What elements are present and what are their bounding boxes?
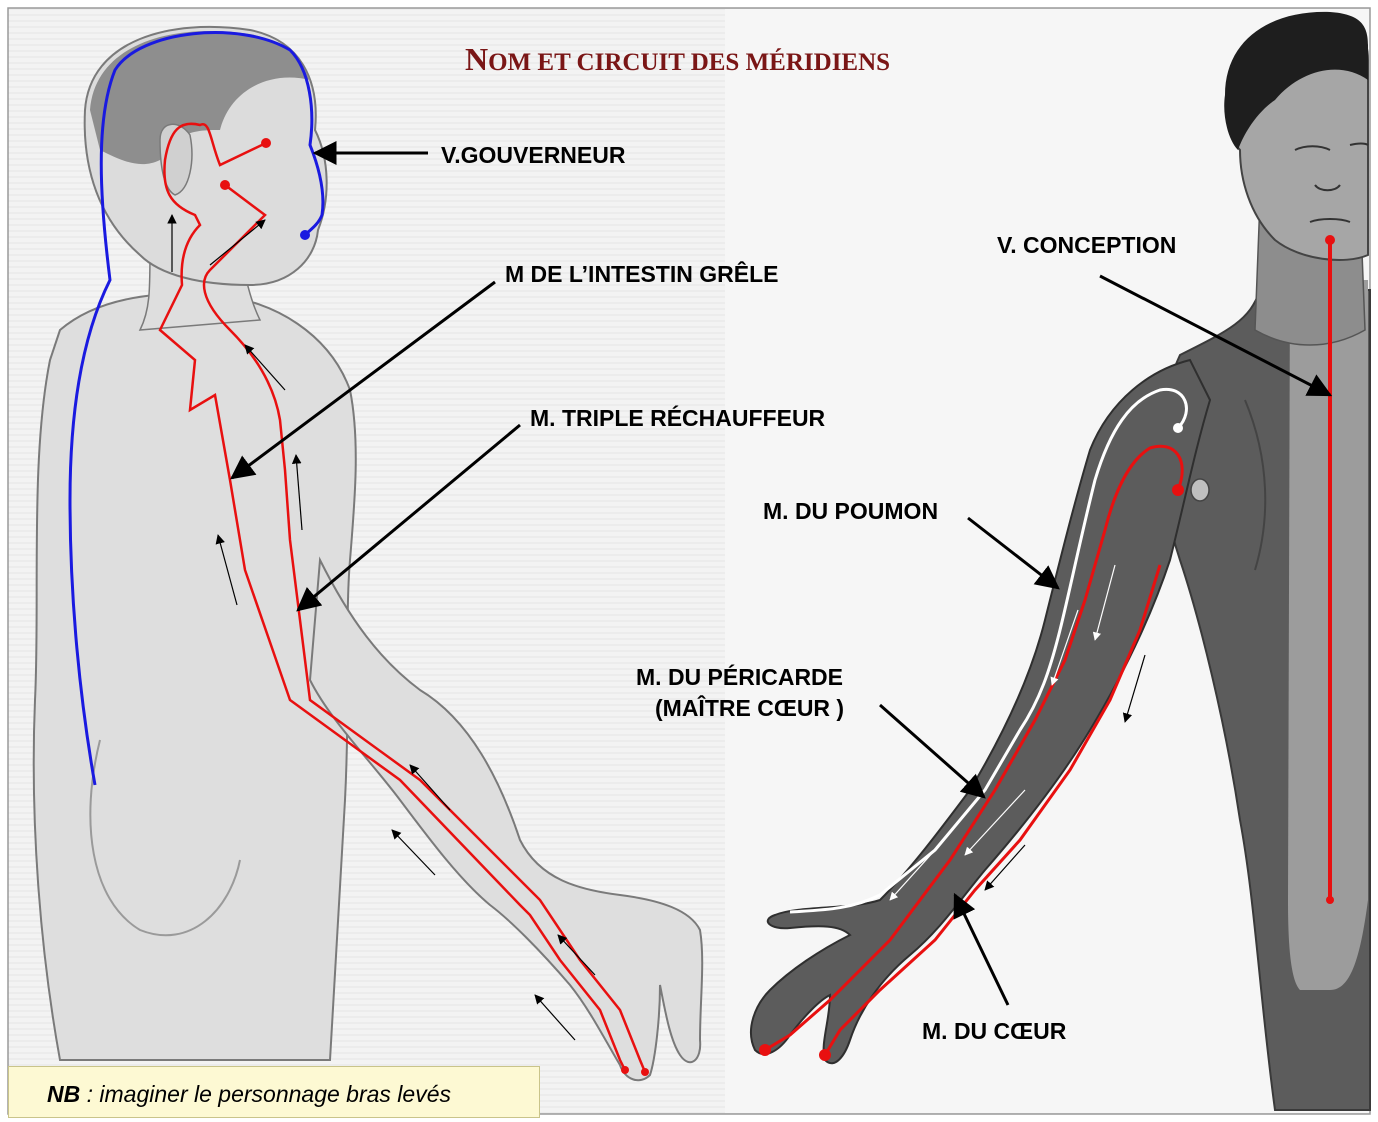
- pericardium-start-point: [1172, 484, 1184, 496]
- label-intestin: M DE L’INTESTIN GRÊLE: [505, 260, 778, 287]
- label-triple: M. TRIPLE RÉCHAUFFEUR: [530, 404, 826, 431]
- label-coeur: M. DU CŒUR: [922, 1018, 1067, 1044]
- nipple-mark: [1191, 479, 1209, 501]
- label-gouverneur: V.GOUVERNEUR: [441, 142, 626, 168]
- governor-vessel-point: [300, 230, 310, 240]
- heart-end-point: [819, 1049, 831, 1061]
- lung-start-point: [1173, 423, 1183, 433]
- triple-start-point: [220, 180, 230, 190]
- label-pericarde-line2: (MAÎTRE CŒUR ): [655, 694, 844, 721]
- conception-end-point: [1326, 896, 1334, 904]
- label-poumon: M. DU POUMON: [763, 498, 938, 524]
- note-text: : imaginer le personnage bras levés: [80, 1081, 451, 1107]
- note-box: NB : imaginer le personnage bras levés: [8, 1066, 540, 1118]
- label-conception: V. CONCEPTION: [997, 232, 1176, 258]
- conception-start-point: [1325, 235, 1335, 245]
- label-pericarde-line1: M. DU PÉRICARDE: [636, 663, 843, 690]
- triple-end-point: [641, 1068, 649, 1076]
- note-bold: NB: [47, 1081, 80, 1107]
- intestine-start-point: [261, 138, 271, 148]
- intestine-end-point: [621, 1066, 629, 1074]
- pericardium-end-point: [759, 1044, 771, 1056]
